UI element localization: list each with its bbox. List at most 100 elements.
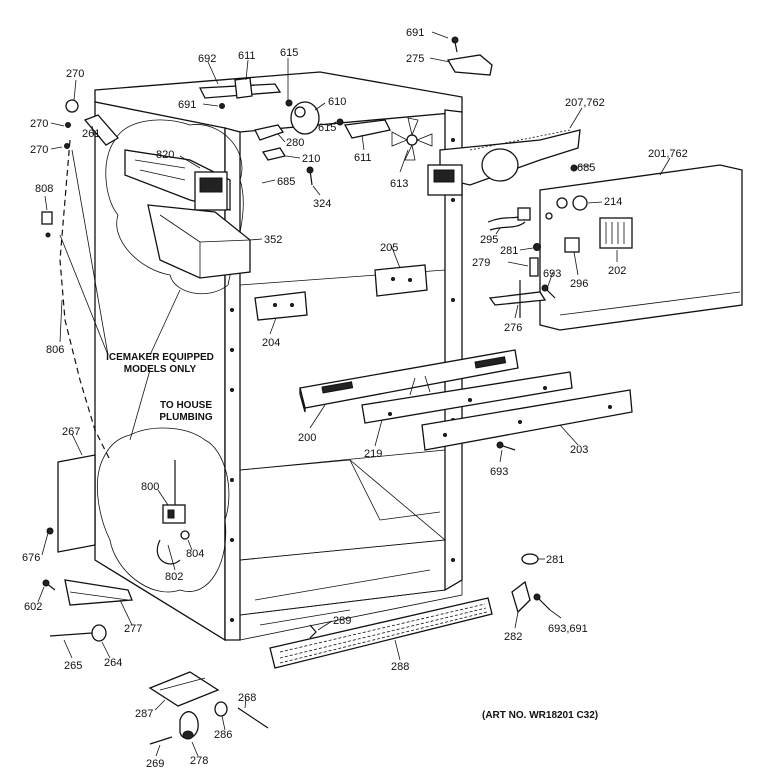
plumbing-region-outline	[97, 427, 230, 593]
label-800: 800	[141, 481, 159, 493]
label-288: 288	[391, 661, 409, 673]
label-808: 808	[35, 183, 53, 195]
note-icemaker-line2: MODELS ONLY	[124, 364, 197, 375]
label-204: 204	[262, 337, 280, 349]
hinge-bracket-692	[198, 77, 282, 99]
label-692: 692	[198, 53, 216, 65]
label-611-a: 611	[238, 50, 256, 62]
label-691-b: 691	[178, 99, 196, 111]
label-282: 282	[504, 631, 522, 643]
label-261: 261	[82, 128, 100, 140]
label-296: 296	[570, 278, 588, 290]
roller-264	[91, 624, 107, 642]
label-693-b: 693	[490, 466, 508, 478]
note-plumbing-line1: TO HOUSE	[160, 400, 212, 411]
label-685-a: 685	[577, 162, 595, 174]
label-200: 200	[298, 432, 316, 444]
label-267: 267	[62, 426, 80, 438]
bracket-205	[374, 264, 428, 297]
label-820: 820	[156, 149, 174, 161]
label-280: 280	[286, 137, 304, 149]
label-613: 613	[390, 178, 408, 190]
rail-200	[299, 349, 519, 413]
label-270-a: 270	[66, 68, 84, 80]
label-219: 219	[364, 448, 382, 460]
label-201-762: 201,762	[648, 148, 688, 160]
hinge-276	[488, 280, 547, 318]
bolt-268	[237, 707, 269, 729]
label-214: 214	[604, 196, 622, 208]
label-615-b: 615	[318, 122, 336, 134]
label-802: 802	[165, 571, 183, 583]
bracket-204	[254, 291, 308, 321]
rail-203	[421, 389, 633, 451]
shaft-265	[49, 632, 93, 637]
bracket-277	[64, 579, 133, 606]
panel-267	[57, 454, 96, 553]
label-202: 202	[608, 265, 626, 277]
label-286: 286	[214, 729, 232, 741]
label-610: 610	[328, 96, 346, 108]
hinge-275	[446, 54, 493, 76]
rail-219	[361, 371, 573, 424]
part-210	[261, 147, 287, 161]
label-287: 287	[135, 708, 153, 720]
label-676: 676	[22, 552, 40, 564]
label-602: 602	[24, 601, 42, 613]
evaporator-housing-207	[427, 129, 581, 196]
fan-motor-610	[285, 99, 320, 135]
grille-288	[269, 597, 493, 669]
label-693-691: 693,691	[548, 623, 588, 635]
label-352: 352	[264, 234, 282, 246]
part-282	[511, 580, 531, 614]
bracket-611	[343, 119, 391, 139]
nut-286	[214, 701, 228, 717]
part-labels: 691 275 270 692 611 615 691 610 207,762 …	[22, 27, 688, 770]
label-268: 268	[238, 692, 256, 704]
label-275: 275	[406, 53, 424, 65]
label-281-a: 281	[500, 245, 518, 257]
label-289: 289	[333, 615, 351, 627]
water-valve-800	[156, 460, 190, 565]
label-693-a: 693	[543, 268, 561, 280]
part-214	[572, 195, 588, 211]
part-280	[254, 124, 285, 141]
label-210: 210	[302, 153, 320, 165]
note-icemaker-line1: ICEMAKER EQUIPPED	[106, 352, 214, 363]
part-281	[521, 553, 539, 565]
label-685-b: 685	[277, 176, 295, 188]
label-264: 264	[104, 657, 122, 669]
fan-blade-613	[391, 117, 433, 161]
icemaker-assembly	[124, 149, 231, 211]
label-207-762: 207,762	[565, 97, 605, 109]
label-265: 265	[64, 660, 82, 672]
art-number: (ART NO. WR18201 C32)	[482, 710, 598, 721]
label-277: 277	[124, 623, 142, 635]
roller-278	[179, 711, 199, 740]
label-270-c: 270	[30, 144, 48, 156]
water-line-806	[59, 139, 111, 461]
control-panel-201	[539, 164, 743, 331]
label-611-b: 611	[354, 152, 372, 164]
label-324: 324	[313, 198, 331, 210]
ice-bucket-352	[147, 204, 251, 279]
label-281-b: 281	[546, 554, 564, 566]
fitting-270	[65, 99, 79, 113]
part-808	[41, 211, 53, 225]
label-615-a: 615	[280, 47, 298, 59]
label-269: 269	[146, 758, 164, 770]
label-691-top: 691	[406, 27, 424, 39]
label-295: 295	[480, 234, 498, 246]
part-279	[529, 257, 539, 277]
label-279: 279	[472, 257, 490, 269]
icemaker-region-outline	[105, 119, 244, 294]
leader-lines	[37, 31, 671, 757]
label-203: 203	[570, 444, 588, 456]
label-205: 205	[380, 242, 398, 254]
label-270-b: 270	[30, 118, 48, 130]
tube-261	[83, 114, 120, 146]
plate-287	[148, 671, 220, 707]
label-278: 278	[190, 755, 208, 767]
